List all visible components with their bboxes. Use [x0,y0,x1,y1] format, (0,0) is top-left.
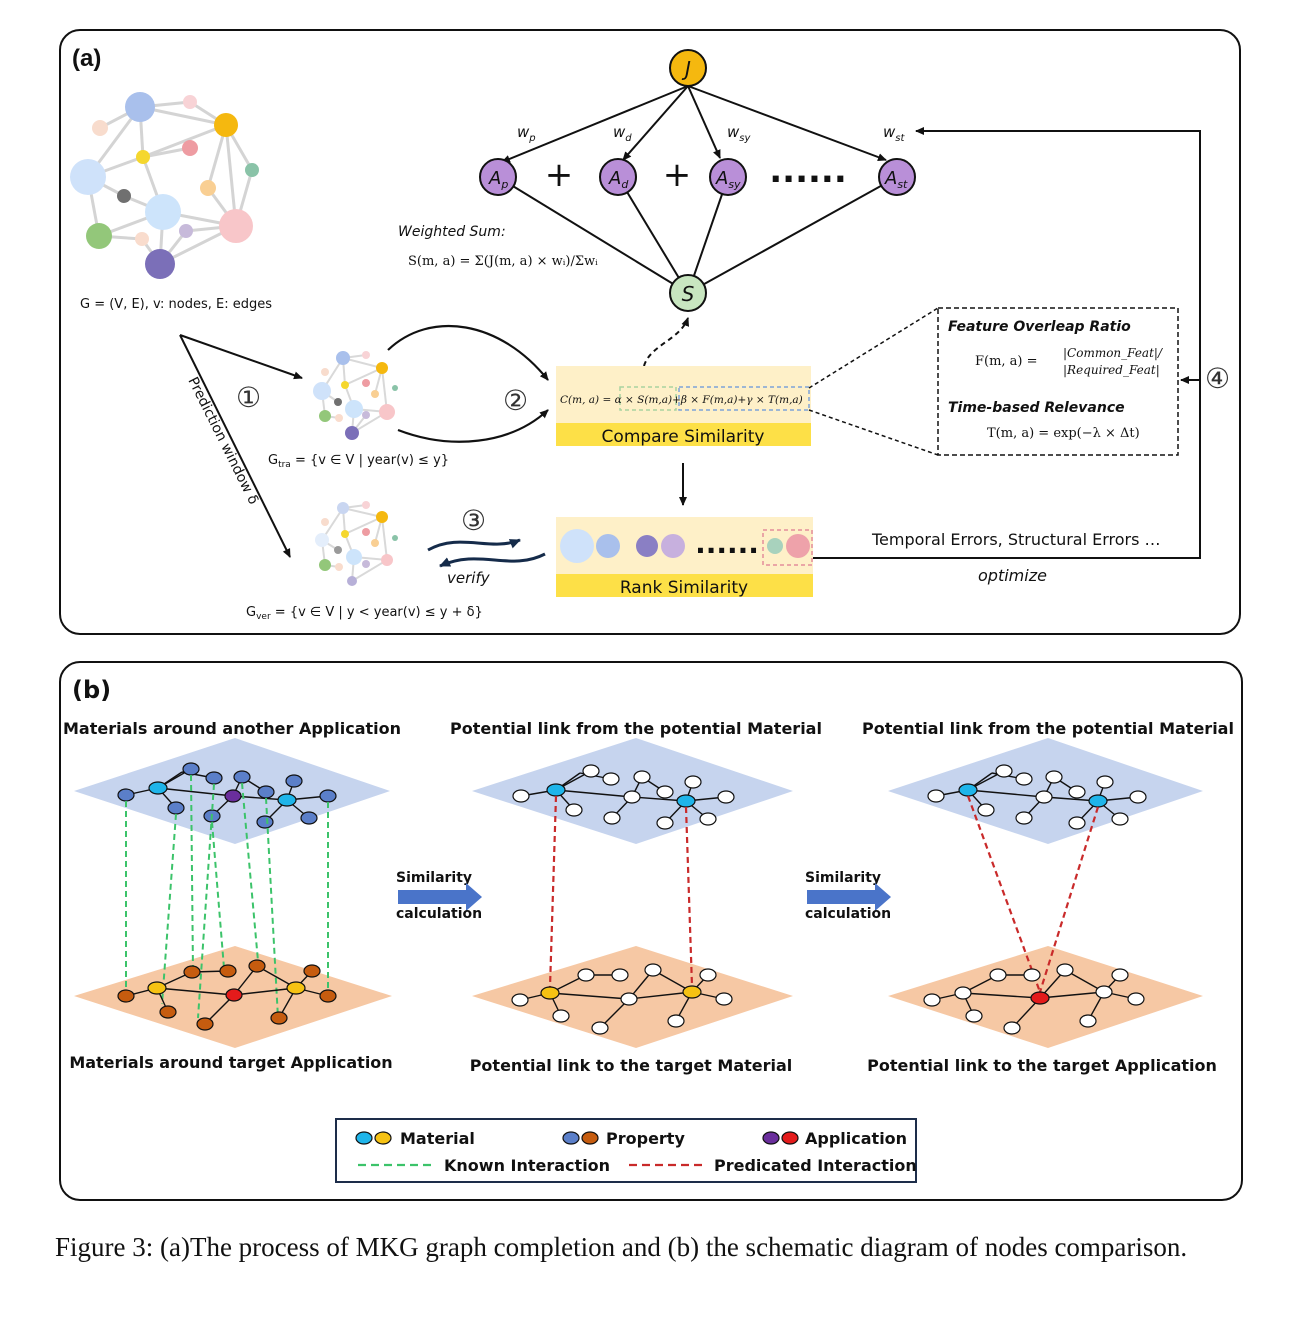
arrow1-top-label: Similarity [396,870,472,886]
arrow1 [398,883,482,911]
node-a-st [878,158,916,196]
rank-ellipsis: ...... [695,527,759,560]
panel-b-label: (b) [72,676,111,704]
col1-known-interactions [125,774,329,1019]
col2-bottom-graph [511,963,733,1035]
arrow-gtra-to-compare-top [387,324,549,381]
feature-formula-left: F(m, a) = [975,354,1038,369]
step-1: ① [236,381,261,414]
verify-graph-caption: Gver = {v ∈ V | y < year(v) ≤ y + δ} [246,605,483,622]
connector-bottom [808,409,939,456]
node-j-label: J [681,57,691,81]
arrow-to-gtra [179,334,303,380]
time-title: Time-based Relevance [948,400,1125,416]
weighted-sum-formula: S(m, a) = Σ(J(m, a) × wᵢ)/Σwᵢ [408,254,598,269]
weight-p: wp [517,123,536,144]
compare-label-band [556,423,811,446]
col3-predicted-interactions [966,795,1100,993]
feedback-loop [813,127,1201,559]
col2-bottom-title: Potential link to the target Material [470,1056,793,1075]
col1-bottom-graph [117,959,337,1031]
formula-box [937,307,1179,456]
col2-top-title: Potential link from the potential Materi… [450,719,822,738]
verify-arrow-bottom [439,552,546,568]
col3-top-graph [927,764,1147,830]
compare-formula: C(m, a) = α × S(m,a)+β × F(m,a)+γ × T(m,… [560,394,803,406]
plus-2: + [663,155,692,195]
node-a-d-label: Ad [608,168,629,191]
col1-bottom-title: Materials around target Application [69,1053,392,1072]
ellipsis-attrs: ...... [769,151,847,191]
col2-top-graph [512,764,735,830]
connector-top [808,307,939,389]
time-formula: T(m, a) = exp(−λ × Δt) [987,426,1140,441]
arrow2-bottom-label: calculation [805,906,891,922]
legend-material: Material [400,1129,475,1148]
legend: Material Property Application Known Inte… [335,1118,917,1183]
feature-title: Feature Overleap Ratio [948,319,1131,335]
weighted-sum-label: Weighted Sum: [398,224,506,240]
compare-s-highlight [619,386,677,411]
panel-a-frame [59,29,1241,635]
node-s-label: S [682,282,695,306]
node-s [669,274,707,312]
errors-text: Temporal Errors, Structural Errors … [871,530,1161,549]
col1-top-title: Materials around another Application [63,719,401,738]
legend-property: Property [606,1129,685,1148]
node-j [669,49,707,87]
compare-box [556,366,811,423]
verify-arrow-top [427,538,521,552]
col3-top-title: Potential link from the potential Materi… [862,719,1234,738]
train-graph-caption: Gtra = {v ∈ V | year(v) ≤ y} [268,453,449,470]
arrow-to-gver [179,334,291,558]
arrow-compare-to-s [643,317,690,367]
step-4: ④ [1205,362,1230,395]
graph-caption: G = (V, E), v: nodes, E: edges [80,297,272,312]
optimize-text: optimize [978,566,1047,585]
weight-sy: wsy [727,123,751,144]
col2-predicted-interactions [548,795,694,988]
full-graph [70,92,259,279]
verify-graph [315,501,398,586]
step-2: ② [503,384,528,417]
node-a-sy-label: Asy [715,168,741,191]
node-a-st-label: Ast [884,168,908,191]
panel-b-frame [59,661,1243,1201]
arrow2-top-label: Similarity [805,870,881,886]
step-4-bg [1204,364,1232,392]
rank-label: Rank Similarity [620,578,748,598]
node-a-p [479,158,517,196]
node-a-sy [709,158,747,196]
arrow1-bottom-label: calculation [396,906,482,922]
compare-ft-highlight [678,386,810,411]
feature-formula-top: |Common_Feat|/ [1063,346,1164,360]
rank-label-band [556,574,813,597]
legend-predicted: Predicated Interaction [714,1156,917,1175]
rank-highlight [762,529,813,566]
node-a-d [599,158,637,196]
train-graph [313,351,398,440]
feature-formula-bottom: |Required_Feat| [1063,363,1160,377]
col3-bottom-graph [923,963,1145,1035]
weight-st: wst [883,123,905,144]
plus-1: + [545,155,574,195]
legend-known: Known Interaction [444,1156,610,1175]
legend-application: Application [805,1129,907,1148]
arrow-gtra-to-compare-bottom [397,409,549,443]
verify-label: verify [447,569,491,587]
col3-bottom-title: Potential link to the target Application [867,1056,1217,1075]
weight-d: wd [613,123,632,144]
arrow2 [807,883,891,911]
compare-label: Compare Similarity [602,427,765,447]
figure-caption: Figure 3: (a)The process of MKG graph co… [55,1232,1188,1262]
step-3: ③ [461,504,486,537]
similarity-graph: J Ap Ad Asy Ast wp wd wsy wst + + ......… [479,49,916,312]
panel-a-label: (a) [72,45,101,72]
node-a-p-label: Ap [488,168,508,191]
